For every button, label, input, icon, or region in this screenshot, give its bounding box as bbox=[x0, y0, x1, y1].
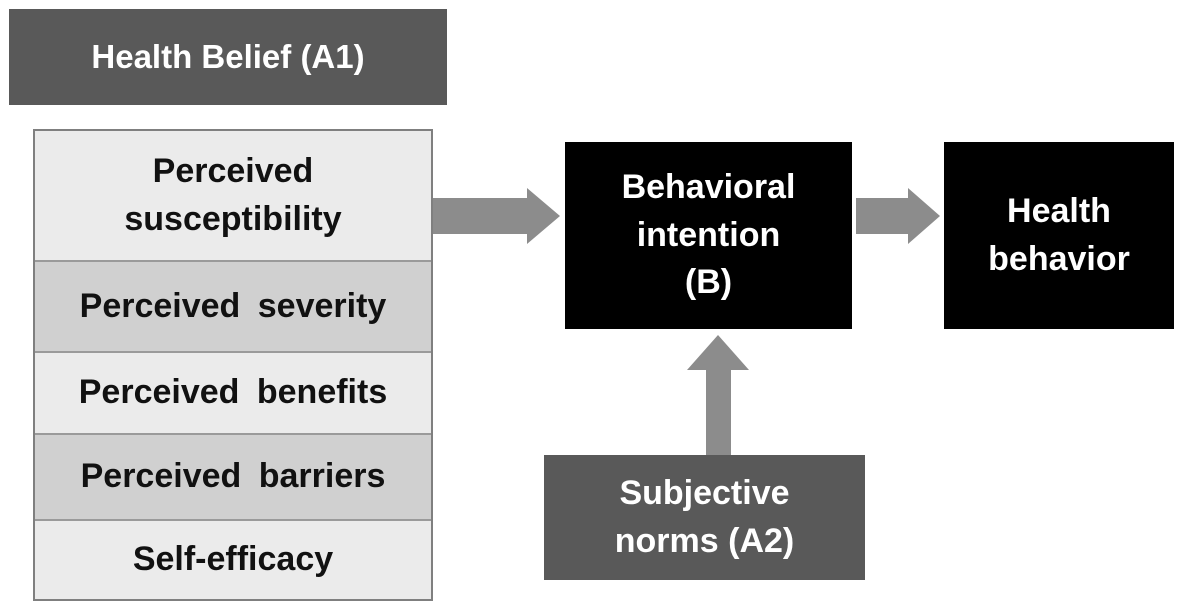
health-belief-header: Health Belief (A1) bbox=[9, 9, 447, 105]
intention-line-1: Behavioral bbox=[621, 168, 796, 207]
subjective-norms-box: Subjective norms (A2) bbox=[544, 455, 865, 580]
behavior-line-1: Health bbox=[1007, 191, 1111, 230]
factor-label: Self-efficacy bbox=[132, 540, 334, 579]
factor-perceived-benefits: Perceived benefits bbox=[35, 353, 431, 435]
behavioral-intention-box: Behavioral intention (B) bbox=[565, 142, 852, 329]
norms-line-2: norms (A2) bbox=[614, 521, 795, 560]
factor-perceived-barriers: Perceived barriers bbox=[35, 435, 431, 521]
factor-label: Perceived susceptibility bbox=[124, 151, 342, 238]
arrow-intention-to-behavior bbox=[856, 188, 940, 244]
norms-line-1: Subjective bbox=[619, 473, 790, 512]
factor-perceived-susceptibility: Perceived susceptibility bbox=[35, 131, 431, 262]
health-belief-factors: Perceived susceptibility Perceived sever… bbox=[33, 129, 433, 601]
factor-self-efficacy: Self-efficacy bbox=[35, 521, 431, 599]
intention-line-3: (B) bbox=[684, 263, 733, 302]
factor-perceived-severity: Perceived severity bbox=[35, 262, 431, 353]
arrow-factors-to-intention bbox=[433, 188, 560, 244]
arrow-norms-to-intention bbox=[687, 335, 749, 455]
health-behavior-box: Health behavior bbox=[944, 142, 1174, 329]
behavior-line-2: behavior bbox=[988, 239, 1130, 278]
intention-line-2: intention bbox=[636, 215, 781, 254]
factor-label: Perceived barriers bbox=[80, 457, 386, 496]
health-belief-title: Health Belief (A1) bbox=[91, 38, 365, 75]
factor-label: Perceived severity bbox=[79, 286, 387, 325]
factor-label: Perceived benefits bbox=[78, 373, 388, 412]
